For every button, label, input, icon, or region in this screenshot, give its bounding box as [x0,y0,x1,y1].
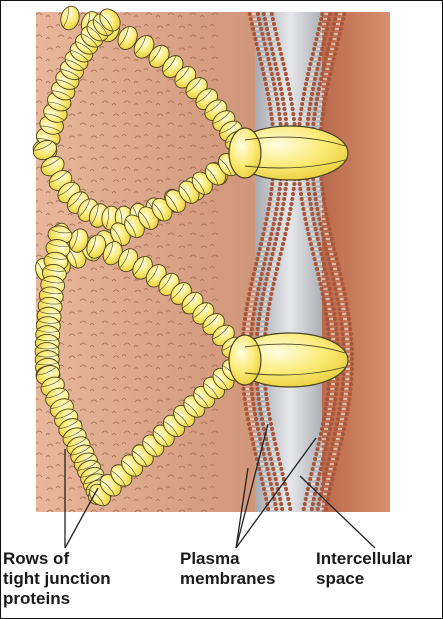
label-line: membranes [180,569,275,589]
label-rows-of-tight-junction-proteins: Rows of tight junction proteins [3,549,111,609]
label-line: Plasma [180,549,275,569]
label-line: Rows of [3,549,111,569]
junction-protein-cap-bottom [229,333,348,387]
label-line: proteins [3,589,111,609]
label-line: Intercellular [316,549,412,569]
label-intercellular-space: Intercellular space [316,549,412,589]
junction-protein-cap-top [229,126,348,180]
intercellular-space-fill [255,12,325,512]
label-line: space [316,569,412,589]
label-line: tight junction [3,569,111,589]
label-plasma-membranes: Plasma membranes [180,549,275,589]
right-cell-surface [322,12,390,512]
